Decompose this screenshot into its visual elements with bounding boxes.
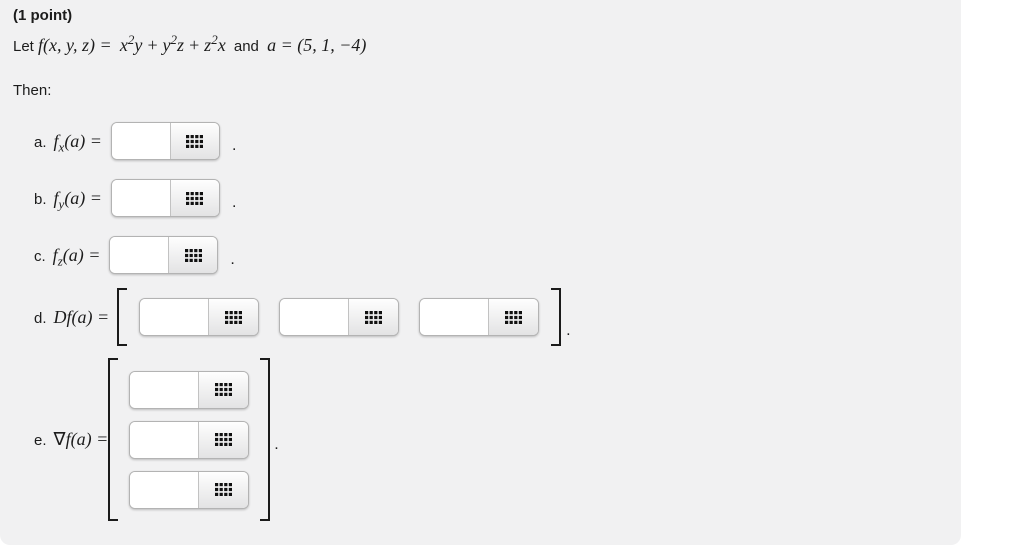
- row-letter: e.: [34, 432, 47, 449]
- period: .: [231, 193, 237, 211]
- row-letter: a.: [34, 133, 47, 151]
- answer-group-d1: [139, 298, 260, 336]
- answer-input-a[interactable]: [111, 123, 170, 159]
- answer-input-b[interactable]: [111, 180, 170, 216]
- row-letter: c.: [34, 247, 46, 265]
- keypad-icon: [215, 383, 233, 396]
- let-text: Let: [13, 38, 34, 55]
- problem-panel: (1 point) Let f(x, y, z) = x2y+y2z+z2x a…: [0, 0, 961, 545]
- answer-input-d3[interactable]: [420, 299, 489, 335]
- answer-group-d2: [279, 298, 400, 336]
- answer-input-e1[interactable]: [130, 371, 199, 408]
- keypad-icon: [505, 310, 523, 324]
- row-letter: d.: [34, 309, 47, 327]
- equation-editor-button-d1[interactable]: [208, 299, 259, 335]
- period: .: [231, 136, 237, 154]
- answer-input-e3[interactable]: [130, 471, 199, 508]
- answer-group-d3: [419, 298, 540, 336]
- answer-input-d2[interactable]: [280, 299, 349, 335]
- row-c-label: c. fz(a) =: [34, 244, 101, 269]
- keypad-icon: [365, 310, 383, 324]
- answer-row-b: b. fy(a) = .: [34, 179, 961, 217]
- keypad-icon: [186, 191, 204, 205]
- term-z2x: z2x: [204, 32, 226, 55]
- equation-editor-button-d2[interactable]: [348, 299, 399, 335]
- answer-row-e: e. ∇f(a) =: [34, 358, 961, 521]
- row-math-label: fx(a) =: [53, 130, 102, 155]
- equation-editor-button-a[interactable]: [169, 123, 219, 159]
- row-letter: b.: [34, 190, 47, 208]
- function-definition: f(x, y, z) =: [38, 35, 112, 55]
- keypad-icon: [215, 483, 233, 496]
- vector-bracket-right: [260, 358, 271, 521]
- keypad-icon: [186, 134, 204, 148]
- answer-group-e2: [129, 420, 250, 459]
- equation-editor-button-e2[interactable]: [198, 421, 249, 458]
- equation-editor-button-b[interactable]: [169, 180, 219, 216]
- term-y2z: y2z: [162, 32, 185, 55]
- plus-sign: +: [188, 35, 201, 55]
- answer-input-e2[interactable]: [130, 421, 199, 458]
- equation-editor-button-d3[interactable]: [488, 299, 539, 335]
- answer-group-b: [110, 179, 220, 217]
- row-b-label: b. fy(a) =: [34, 187, 102, 212]
- row-a-label: a. fx(a) =: [34, 130, 102, 155]
- point-a-definition: a = (5, 1, −4): [267, 35, 367, 55]
- term-x2y: x2y: [119, 32, 143, 55]
- keypad-icon: [225, 310, 243, 324]
- answer-group-c: [109, 236, 219, 274]
- answer-group-a: [110, 122, 220, 160]
- problem-statement: Let f(x, y, z) = x2y+y2z+z2x and a = (5,…: [13, 32, 961, 60]
- matrix-bracket-left: [117, 288, 128, 346]
- answer-row-a: a. fx(a) = .: [34, 122, 961, 160]
- points-label: (1 point): [13, 7, 73, 24]
- keypad-icon: [215, 433, 233, 446]
- row-math-label: fy(a) =: [53, 187, 102, 212]
- period: .: [566, 322, 571, 339]
- answer-row-d: d. Df(a) =: [34, 288, 961, 346]
- row-d-label: d. Df(a) =: [34, 307, 109, 328]
- answer-input-d1[interactable]: [140, 299, 209, 335]
- row-e-label: e. ∇f(a) =: [34, 429, 108, 450]
- keypad-icon: [184, 248, 202, 262]
- then-label: Then:: [13, 82, 52, 99]
- equation-editor-button-e3[interactable]: [198, 471, 249, 508]
- period: .: [230, 250, 235, 268]
- matrix-row-cells: [139, 298, 540, 336]
- row-math-label: Df(a) =: [53, 306, 110, 327]
- nabla-symbol: ∇: [53, 429, 66, 449]
- period: .: [274, 435, 279, 453]
- and-text: and: [233, 38, 259, 55]
- row-math-label: fz(a) =: [52, 244, 101, 269]
- vector-bracket-left: [108, 358, 119, 521]
- answer-input-c[interactable]: [110, 237, 169, 273]
- row-math-label: ∇f(a) =: [53, 429, 109, 449]
- equation-editor-button-e1[interactable]: [198, 371, 249, 408]
- matrix-bracket-right: [551, 288, 562, 346]
- answer-group-e3: [129, 470, 250, 509]
- answer-group-e1: [129, 370, 250, 409]
- equation-editor-button-c[interactable]: [168, 237, 218, 273]
- vector-cells: [129, 370, 250, 509]
- plus-sign: +: [146, 35, 159, 55]
- answer-row-c: c. fz(a) = .: [34, 236, 961, 274]
